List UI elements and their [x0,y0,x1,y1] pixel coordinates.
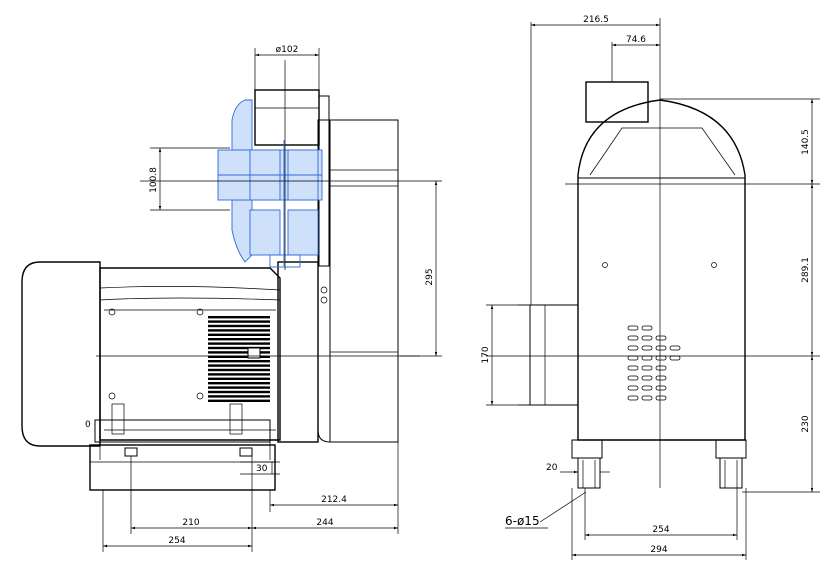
vent-slot [655,345,667,351]
side-view: 216.5 74.6 140.5 289.1 230 [481,15,820,560]
svg-text:ø102: ø102 [276,45,299,55]
blower-flange [277,119,399,443]
fin-line [208,329,270,332]
svg-text:295: 295 [425,268,435,285]
dim-foot-hole-spacing-side: 254 [584,488,738,540]
vent-slot [641,335,653,341]
svg-text:30: 30 [256,464,268,474]
svg-text:100.8: 100.8 [149,167,159,193]
impeller [217,99,323,268]
vent-slot [655,385,667,391]
dim-outlet-height: 295 [400,180,442,357]
svg-text:254: 254 [168,536,185,546]
vent-slot [655,365,667,371]
vent-slot [641,385,653,391]
fin-line [208,399,270,402]
svg-text:6-ø15: 6-ø15 [505,514,540,528]
motor-feet [94,403,271,460]
fin-line [208,320,270,323]
side-flange [518,304,579,406]
svg-text:74.6: 74.6 [626,35,646,45]
dim-flange-height: 170 [481,304,530,406]
vent-slot [641,365,653,371]
vent-slot [627,375,639,381]
dim-impeller-height: 100.8 [149,147,230,211]
fin-line [208,377,270,380]
svg-text:140.5: 140.5 [801,129,811,155]
fin-line [208,333,270,336]
side-feet [571,439,747,489]
dim-base-width: 294 [571,488,747,560]
dim-overall-width: 216.5 [530,15,661,305]
fin-line [208,373,270,376]
dim-base-height: 230 [742,356,820,493]
fin-line [208,346,270,350]
motor-housing [99,267,281,441]
svg-text:294: 294 [650,545,667,555]
vent-slot [669,345,681,351]
dim-outlet-offset: 244 [252,512,399,534]
dim-foot-to-outlet: 212.4 [269,442,399,512]
vent-slot [627,365,639,371]
foot-mark: 0 [85,420,91,430]
vent-slot [655,355,667,361]
cooling-fins [208,316,270,402]
fin-line [208,395,270,398]
fin-line [208,382,270,385]
fin-line [208,324,270,328]
vent-slot [655,395,667,401]
dim-foot-hole-spacing: 210 [130,456,253,534]
vent-slot [655,335,667,341]
dim-inlet-diameter: ø102 [254,45,320,90]
fin-line [208,390,270,394]
vent-slot [627,385,639,391]
vent-slot [627,355,639,361]
fin-line [208,342,270,345]
dim-body-height: 289.1 [801,184,814,356]
vent-slot [641,345,653,351]
blower-body [577,99,746,441]
fin-line [208,355,270,358]
motor-end-cap [21,261,101,447]
vent-slots [627,325,681,401]
vent-slot [669,355,681,361]
svg-text:170: 170 [481,346,491,363]
svg-text:20: 20 [546,463,558,473]
svg-text:254: 254 [652,525,669,535]
svg-text:230: 230 [801,415,811,432]
front-view: 0 ø102 100.8 295 30 [21,45,442,552]
vent-slot [627,335,639,341]
dim-mount-holes: 6-ø15 [505,491,587,529]
dim-outlet-offset-side: 74.6 [612,35,660,47]
dim-top-height: 140.5 [660,98,820,184]
vent-slot [641,375,653,381]
dim-base-thickness: 30 [240,461,280,475]
vent-slot [641,355,653,361]
svg-text:210: 210 [182,518,199,528]
fin-line [208,316,270,319]
vent-slot [627,325,639,331]
vent-slot [655,375,667,381]
fin-line [208,351,270,354]
vent-slot [627,345,639,351]
vent-slot [641,325,653,331]
fin-line [208,364,270,367]
svg-text:216.5: 216.5 [583,15,609,25]
svg-text:212.4: 212.4 [321,495,347,505]
dim-base-length: 254 [102,490,253,552]
svg-text:244: 244 [316,518,333,528]
fin-line [208,386,270,389]
vent-slot [641,395,653,401]
fin-line [208,360,270,363]
fin-line [208,368,270,372]
base-plate [89,444,276,491]
vent-slot [627,395,639,401]
fin-line [208,338,270,341]
svg-text:289.1: 289.1 [801,257,811,283]
dim-foot-width: 20 [546,463,610,474]
terminal-box [247,347,261,359]
outlet-stub [585,81,649,123]
